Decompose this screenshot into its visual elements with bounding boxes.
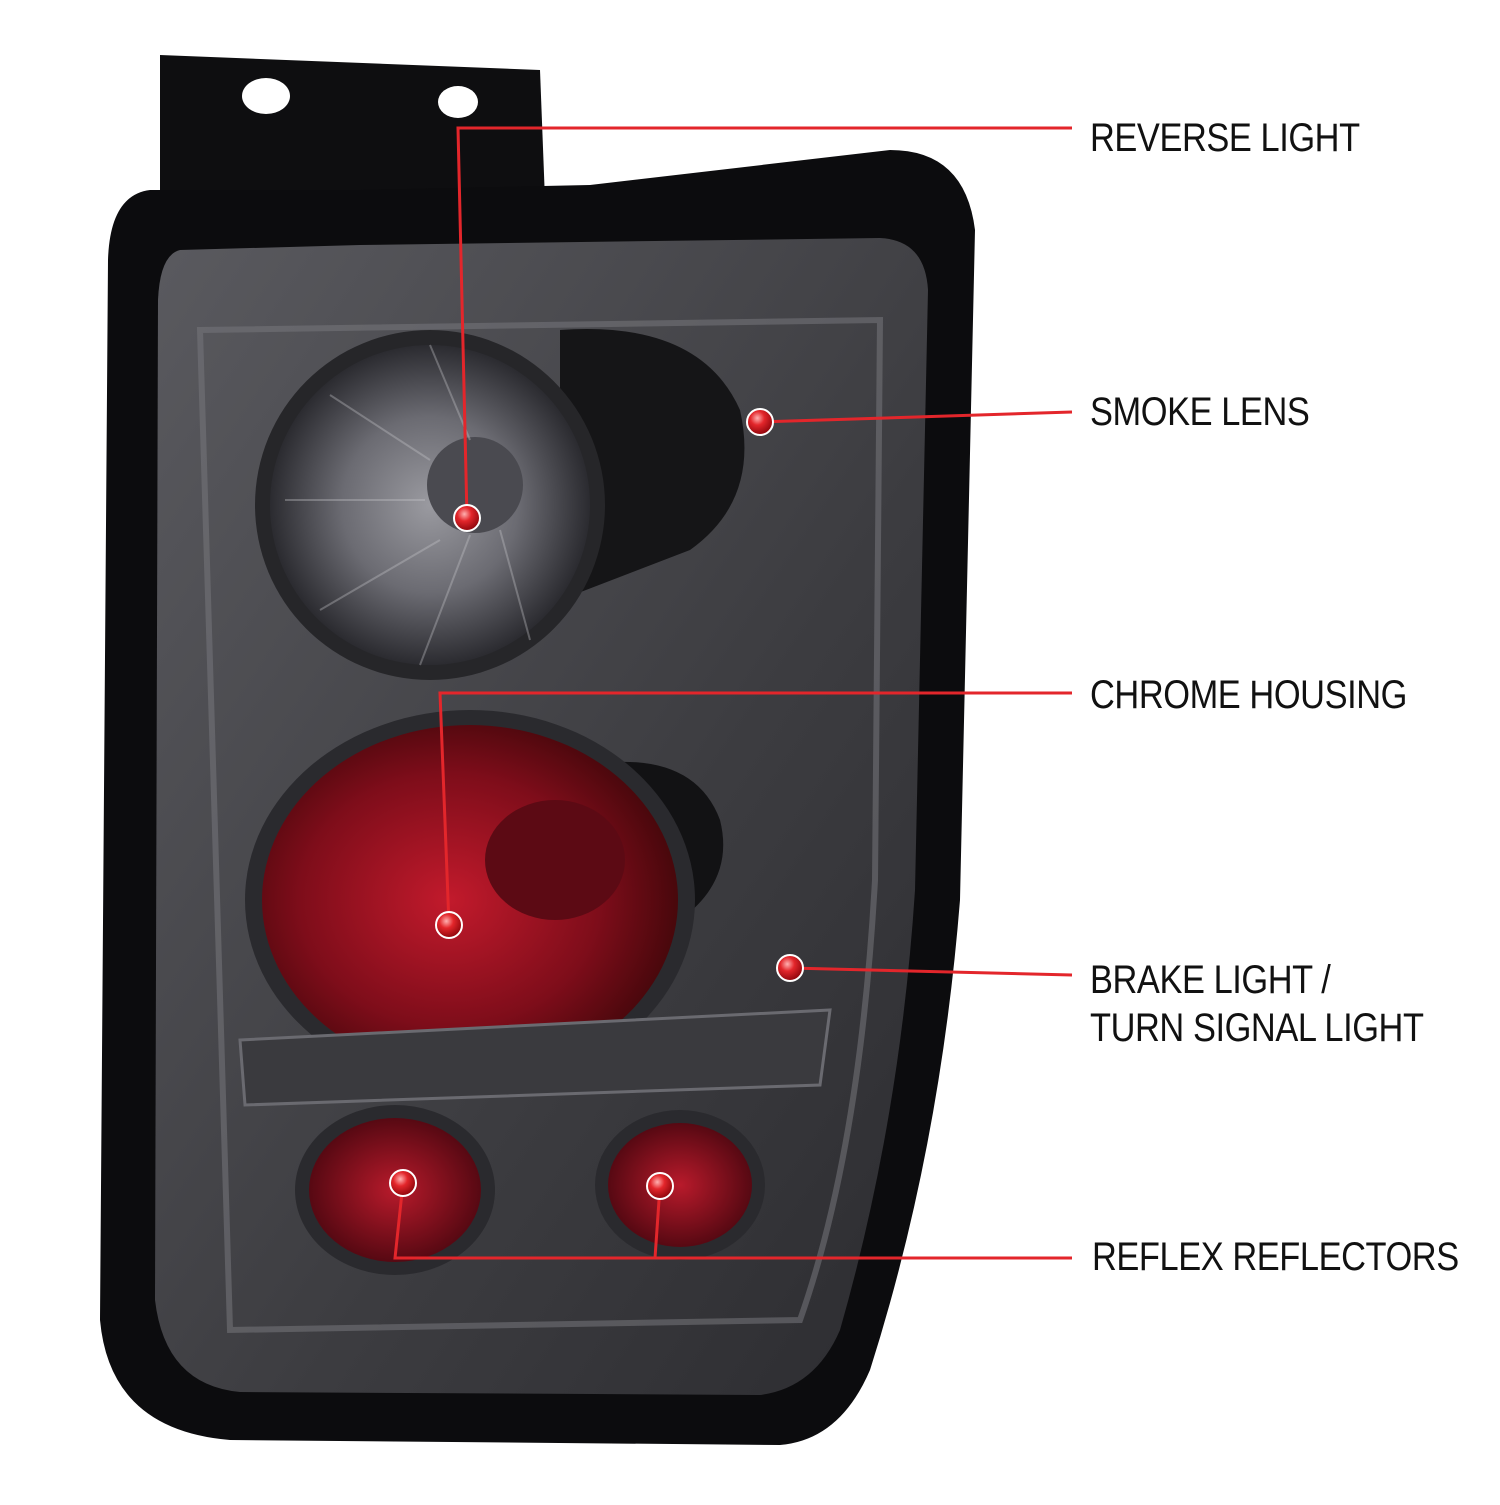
smoke-dot	[746, 408, 774, 436]
brake-light-label-line2: TURN SIGNAL LIGHT	[1090, 1006, 1424, 1050]
brake-leader-line	[789, 966, 1073, 977]
brake-dot	[776, 954, 804, 982]
reverse-dot	[453, 504, 481, 532]
reverse-light-label: REVERSE LIGHT	[1090, 116, 1360, 160]
smoke-leader-line	[759, 410, 1073, 424]
reflex-reflectors-label: REFLEX REFLECTORS	[1092, 1235, 1459, 1279]
reflex-dot-left	[389, 1169, 417, 1197]
callout-lines	[393, 126, 1073, 1260]
reverse-bulb-socket	[427, 437, 523, 533]
bracket-hole-left	[242, 78, 290, 114]
reflex-reflector-right	[608, 1123, 752, 1247]
reflex-leader-line-left	[393, 1182, 1072, 1260]
brake-bulb-socket	[485, 800, 625, 920]
reverse-facets	[285, 344, 531, 666]
chrome-leader-line	[438, 691, 1072, 926]
reverse-housing	[560, 329, 745, 600]
callout-dots	[389, 408, 804, 1200]
reverse-light-lens	[270, 345, 590, 665]
chrome-rim	[196, 316, 884, 1334]
chrome-dot	[435, 911, 463, 939]
smoke-lens-label: SMOKE LENS	[1090, 390, 1310, 434]
housing-divider	[238, 1008, 832, 1107]
reverse-leader-line	[456, 126, 1072, 519]
chrome-housing-label: CHROME HOUSING	[1090, 673, 1407, 717]
reflex-dot-right	[646, 1172, 674, 1200]
brake-light-label-line1: BRAKE LIGHT /	[1090, 958, 1331, 1002]
bracket-hole-right	[438, 86, 478, 118]
